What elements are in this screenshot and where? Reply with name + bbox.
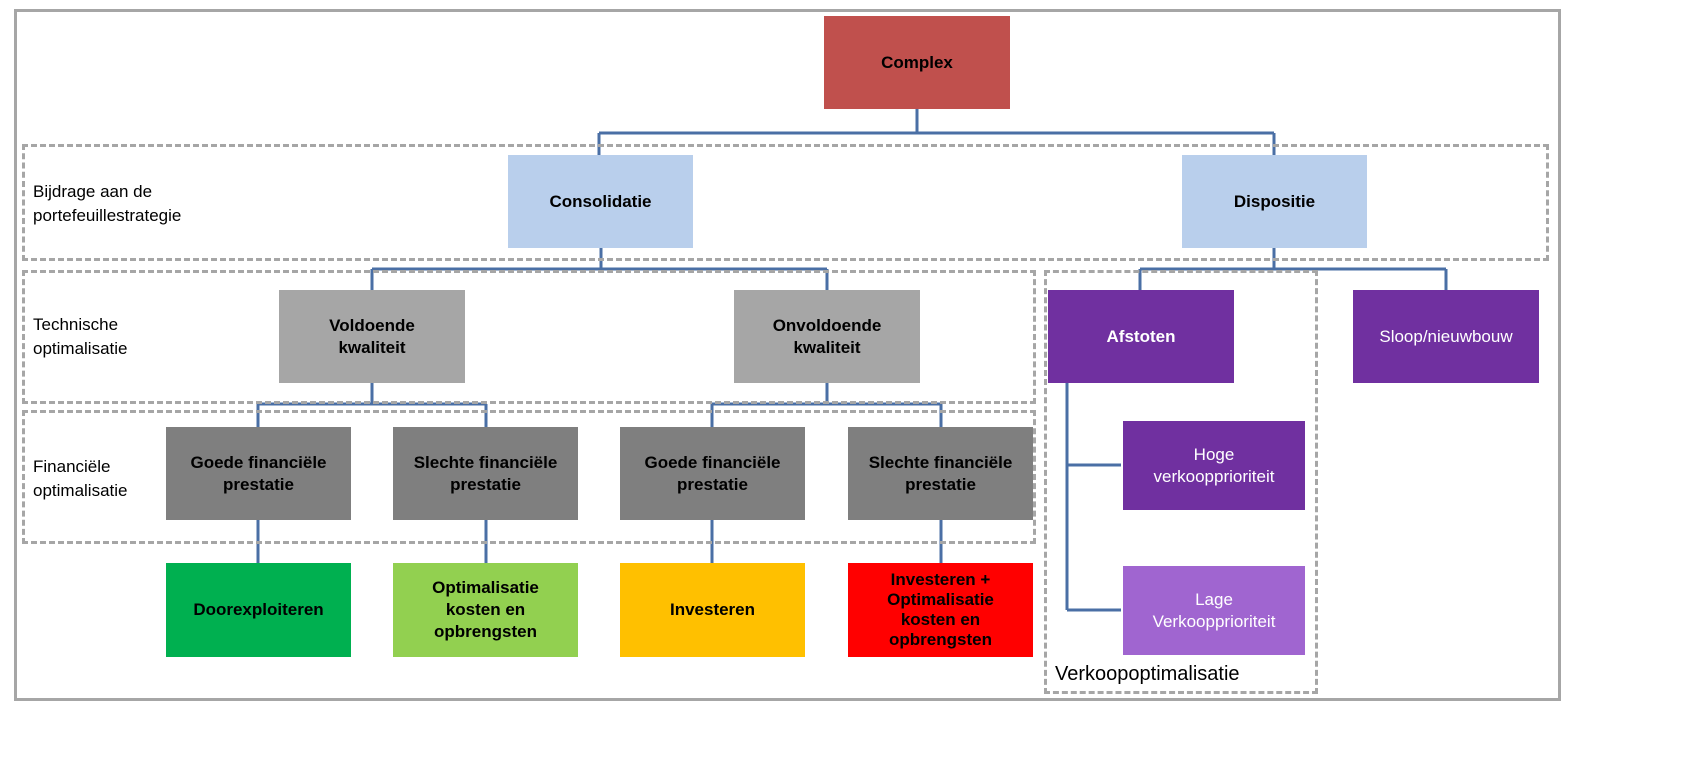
connector-complex [597, 109, 1276, 155]
zone-portfolio [22, 144, 1549, 261]
node-investeren: Investeren [620, 563, 805, 657]
node-investeren-plus: Investeren + Optimalisatie kosten en opb… [848, 563, 1033, 657]
node-voldoende: Voldoende kwaliteit [279, 290, 465, 383]
node-afstoten: Afstoten [1048, 290, 1234, 383]
label-portfolio: Bijdrage aan de portefeuillestrategie [33, 182, 182, 225]
connector-afstoten [1065, 383, 1121, 612]
label-technical: Technische optimalisatie [33, 315, 128, 358]
node-hoge: Hoge verkoopprioriteit [1121, 419, 1307, 512]
label-sales: Verkoopoptimalisatie [1055, 663, 1240, 685]
zone-technical [22, 270, 1036, 404]
node-sloop: Sloop/nieuwbouw [1353, 290, 1539, 383]
node-slecht-1: Slechte financiële prestatie [393, 427, 578, 520]
node-slecht-2: Slechte financiële prestatie [848, 427, 1033, 520]
node-goed-2: Goede financiële prestatie [620, 427, 805, 520]
diagram-frame [14, 9, 1561, 701]
node-lage: Lage Verkoopprioriteit [1121, 564, 1307, 657]
node-onvoldoende: Onvoldoende kwaliteit [734, 290, 920, 383]
zone-sales [1044, 270, 1318, 694]
node-dispositie: Dispositie [1182, 155, 1367, 248]
connector-onvoldoende [710, 383, 943, 427]
label-financial: Financiële optimalisatie [33, 457, 128, 500]
connector-voldoende [256, 383, 488, 427]
node-doorexploiteren: Doorexploiteren [166, 563, 351, 657]
node-consolidatie: Consolidatie [508, 155, 693, 248]
node-complex: Complex [824, 16, 1010, 109]
node-goed-1: Goede financiële prestatie [166, 427, 351, 520]
node-optimalisatie: Optimalisatie kosten en opbrengsten [393, 563, 578, 657]
zone-financial [22, 410, 1036, 544]
